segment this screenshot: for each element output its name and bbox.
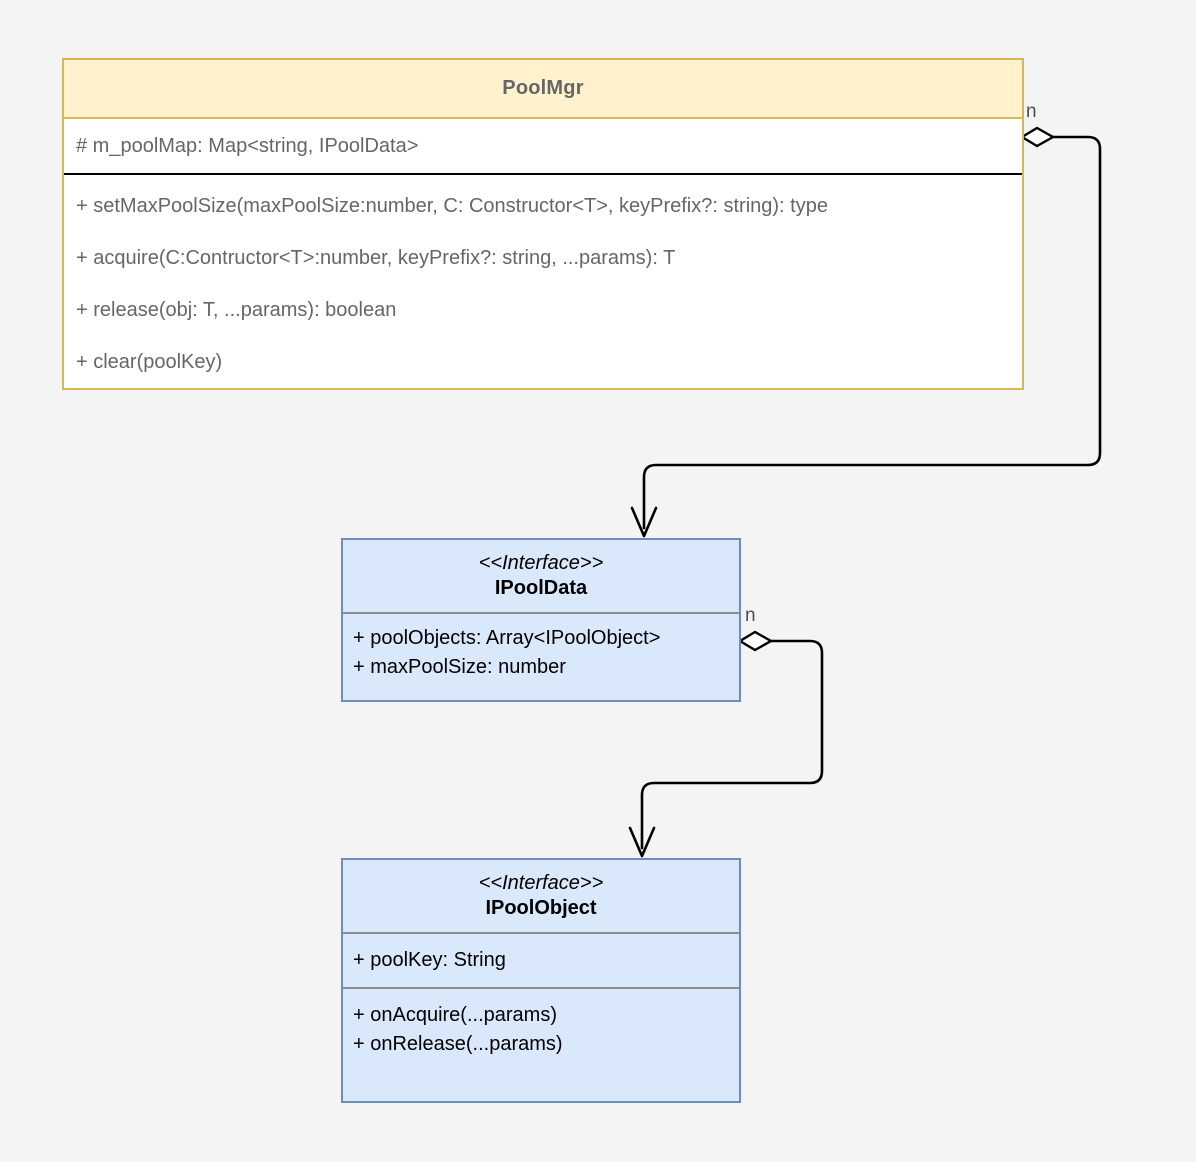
class-header-ipoolobject: <<Interface>> IPoolObject bbox=[343, 860, 739, 932]
class-attributes-poolmgr: # m_poolMap: Map<string, IPoolData> bbox=[64, 119, 1022, 175]
class-methods-ipoolobject: + onAcquire(...params) + onRelease(...pa… bbox=[343, 989, 739, 1069]
method-row: + release(obj: T, ...params): boolean bbox=[76, 299, 397, 321]
connector-ipooldata-to-ipoolobject bbox=[628, 630, 824, 858]
class-box-ipoolobject[interactable]: <<Interface>> IPoolObject + poolKey: Str… bbox=[341, 858, 741, 1103]
connector-poolmgr-to-ipooldata bbox=[630, 126, 1102, 538]
attribute-row: + poolKey: String bbox=[353, 949, 506, 971]
method-row: + acquire(C:Contructor<T>:number, keyPre… bbox=[76, 247, 676, 269]
attribute-row: # m_poolMap: Map<string, IPoolData> bbox=[76, 135, 419, 157]
open-arrowhead-icon bbox=[630, 506, 658, 538]
section-divider bbox=[343, 612, 739, 614]
multiplicity-label-poolmgr-ipooldata: n bbox=[1025, 101, 1038, 122]
section-divider bbox=[343, 932, 739, 934]
method-row: + clear(poolKey) bbox=[76, 351, 223, 373]
class-attributes-ipooldata: + poolObjects: Array<IPoolObject> + maxP… bbox=[343, 614, 739, 692]
open-arrowhead-icon bbox=[628, 826, 656, 858]
method-row: + setMaxPoolSize(maxPoolSize:number, C: … bbox=[76, 195, 828, 217]
stereotype-label-ipooldata: <<Interface>> bbox=[478, 552, 604, 574]
class-box-ipooldata[interactable]: <<Interface>> IPoolData + poolObjects: A… bbox=[341, 538, 741, 702]
stereotype-label-ipoolobject: <<Interface>> bbox=[478, 872, 604, 894]
class-name-ipoolobject: IPoolObject bbox=[485, 897, 597, 919]
aggregation-diamond-icon bbox=[737, 630, 774, 652]
section-divider bbox=[343, 987, 739, 989]
aggregation-diamond-icon bbox=[1019, 126, 1056, 148]
attribute-row: + poolObjects: Array<IPoolObject> bbox=[353, 627, 661, 649]
class-methods-poolmgr: + setMaxPoolSize(maxPoolSize:number, C: … bbox=[64, 175, 1022, 385]
class-header-ipooldata: <<Interface>> IPoolData bbox=[343, 540, 739, 612]
class-name-poolmgr: PoolMgr bbox=[502, 77, 584, 99]
class-attributes-ipoolobject: + poolKey: String bbox=[343, 934, 739, 987]
class-name-ipooldata: IPoolData bbox=[494, 577, 588, 599]
attribute-row: + maxPoolSize: number bbox=[353, 656, 566, 678]
method-row: + onRelease(...params) bbox=[353, 1033, 563, 1055]
class-header-poolmgr: PoolMgr bbox=[64, 60, 1022, 119]
method-row: + onAcquire(...params) bbox=[353, 1004, 557, 1026]
class-box-poolmgr[interactable]: PoolMgr # m_poolMap: Map<string, IPoolDa… bbox=[62, 58, 1024, 390]
multiplicity-label-ipooldata-ipoolobject: n bbox=[744, 605, 757, 626]
